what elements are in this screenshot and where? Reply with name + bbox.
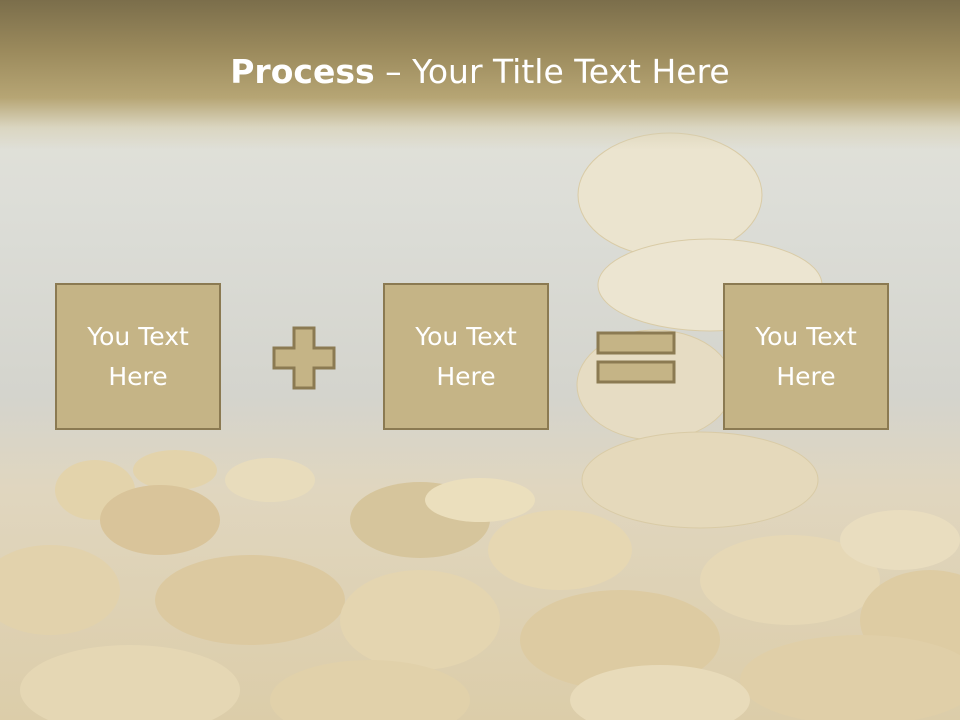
- process-box-1-label: You Text Here: [87, 321, 189, 391]
- plus-icon: [272, 326, 336, 390]
- process-box-2-label: You Text Here: [415, 321, 517, 391]
- process-box-1: You Text Here: [55, 283, 221, 430]
- process-box-3-label: You Text Here: [755, 321, 857, 391]
- process-box-3: You Text Here: [723, 283, 889, 430]
- process-box-2: You Text Here: [383, 283, 549, 430]
- title-band: [0, 0, 960, 150]
- title-rest: – Your Title Text Here: [374, 52, 730, 91]
- page-title: Process – Your Title Text Here: [0, 52, 960, 91]
- equals-icon: [596, 331, 676, 384]
- title-bold: Process: [230, 52, 375, 91]
